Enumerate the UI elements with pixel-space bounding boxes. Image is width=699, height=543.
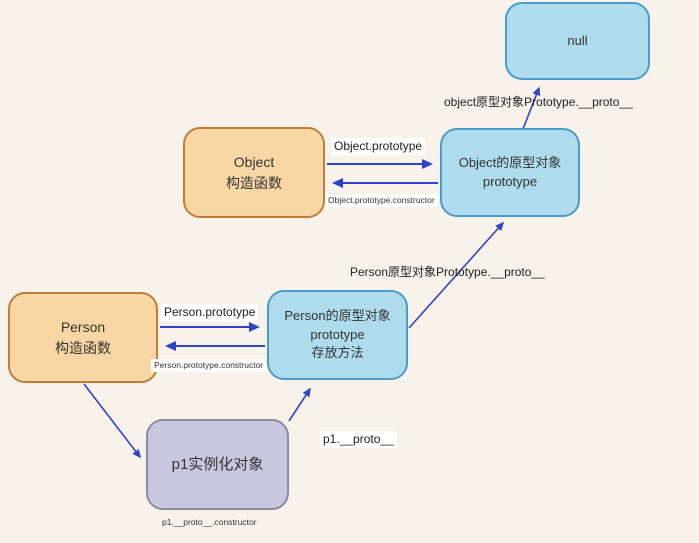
node-object-constructor-line1: Object	[233, 154, 275, 171]
edge-label-object-proto-chain: object原型对象Prototype.__proto__	[444, 95, 633, 109]
node-person-prototype-line2: prototype	[310, 326, 365, 342]
node-object-prototype: Object的原型对象 prototype	[440, 128, 580, 217]
node-person-prototype-line3: 存放方法	[311, 345, 364, 361]
edge-label-object-prototype-constructor: Object.prototype.constructor	[325, 194, 438, 207]
arrow-person-to-p1	[83, 383, 141, 459]
arrow-p1-to-person-proto	[288, 387, 311, 422]
edge-label-p1-proto: p1.__proto__	[320, 431, 397, 448]
node-object-prototype-line2: prototype	[482, 173, 538, 189]
node-object-prototype-line1: Object的原型对象	[458, 154, 562, 170]
node-null-label: null	[567, 32, 588, 48]
node-object-constructor: Object 构造函数	[183, 127, 325, 218]
edge-label-person-proto-chain: Person原型对象Prototype.__proto__	[350, 265, 545, 279]
edge-label-person-prototype-constructor: Person.prototype.constructor	[151, 359, 267, 372]
edge-label-person-prototype: Person.prototype	[161, 304, 259, 321]
node-p1-instance-label: p1实例化对象	[171, 455, 264, 473]
node-person-constructor-line2: 构造函数	[55, 339, 111, 356]
edge-label-object-prototype: Object.prototype	[331, 138, 426, 155]
node-person-constructor-line1: Person	[60, 319, 106, 336]
node-person-prototype-line1: Person的原型对象	[284, 307, 391, 323]
node-null: null	[505, 2, 650, 80]
node-person-prototype: Person的原型对象 prototype 存放方法	[267, 290, 408, 380]
node-person-constructor: Person 构造函数	[8, 292, 158, 383]
edge-label-p1-proto-constructor: p1.__proto__.constructor	[162, 517, 257, 527]
node-object-constructor-line2: 构造函数	[226, 174, 282, 191]
node-p1-instance: p1实例化对象	[146, 419, 289, 510]
